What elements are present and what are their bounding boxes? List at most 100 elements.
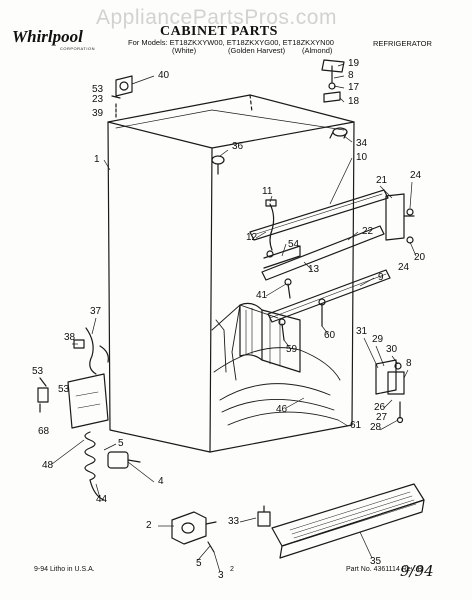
leader-10	[329, 157, 353, 205]
callout-10: 10	[356, 152, 368, 163]
callout-54: 54	[288, 239, 300, 250]
leader-18	[339, 97, 345, 103]
leader-29	[375, 345, 385, 367]
leader-21	[379, 185, 393, 199]
leader-59	[283, 339, 291, 349]
clip-33	[257, 505, 271, 527]
callout-53: 53	[32, 366, 44, 377]
plug-36	[211, 155, 225, 175]
leader-20	[409, 241, 417, 257]
callout-29: 29	[372, 334, 384, 345]
callout-46: 46	[276, 404, 288, 415]
callout-12: 12	[246, 232, 258, 243]
bottom-hinge	[171, 511, 217, 553]
leader-44	[95, 483, 101, 499]
plug-34	[329, 127, 348, 139]
model-color-golden: (Golden Harvest)	[228, 46, 286, 55]
callout-31: 31	[356, 326, 368, 337]
brand-logo: Whirlpool	[12, 27, 83, 46]
callout-17: 17	[348, 82, 360, 93]
callout-61: 61	[350, 420, 362, 431]
leader-5	[197, 545, 211, 561]
harness-11	[265, 199, 277, 258]
diagram-title: CABINET PARTS	[160, 24, 278, 39]
callout-20: 20	[414, 252, 426, 263]
leader-46	[285, 397, 305, 409]
leader-5	[103, 443, 117, 451]
callout-8: 8	[406, 358, 412, 369]
leader-31	[363, 337, 379, 369]
callout-34: 34	[356, 138, 368, 149]
leader-37	[91, 317, 97, 335]
callout-27: 27	[376, 412, 388, 423]
leader-9	[359, 277, 375, 287]
callout-60: 60	[324, 330, 336, 341]
callout-39: 39	[92, 108, 104, 119]
control-plate	[37, 373, 109, 429]
leader-41	[265, 283, 287, 297]
callout-5: 5	[196, 558, 202, 569]
leader-17	[333, 85, 345, 89]
callout-53: 53	[58, 384, 70, 395]
watermark-text: AppliancePartsPros.com	[96, 6, 337, 29]
handwritten-note: 9/94	[400, 562, 434, 580]
harness-37	[73, 327, 109, 375]
leader-lines	[51, 63, 417, 573]
callout-23: 23	[92, 94, 104, 105]
model-list: For Models: ET18ZKXYW00, ET18ZKXYG00, ET…	[128, 38, 334, 47]
leader-48	[51, 439, 85, 465]
callout-36: 36	[232, 141, 244, 152]
callout-4: 4	[158, 476, 164, 487]
callout-37: 37	[90, 306, 102, 317]
callout-35: 35	[370, 556, 382, 567]
leader-36	[219, 149, 229, 157]
callout-19: 19	[348, 58, 360, 69]
callout-48: 48	[42, 460, 54, 471]
callout-5: 5	[118, 438, 124, 449]
leader-26	[383, 399, 393, 409]
callout-8: 8	[348, 70, 354, 81]
leader-1	[103, 159, 111, 171]
leader-40	[131, 75, 155, 85]
leader-34	[343, 135, 353, 143]
callout-30: 30	[386, 344, 398, 355]
base-grille	[271, 483, 425, 559]
leader-30	[391, 355, 399, 365]
section-label: REFRIGERATOR	[373, 39, 432, 48]
callout-28: 28	[370, 422, 382, 433]
callout-22: 22	[362, 226, 374, 237]
leader-11	[269, 195, 273, 203]
callout-68: 68	[38, 426, 50, 437]
callout-21: 21	[376, 175, 388, 186]
leader-8	[403, 369, 409, 379]
callout-11: 11	[262, 186, 273, 197]
callout-9: 9	[378, 272, 384, 283]
top-hinge	[321, 59, 345, 103]
leader-61	[337, 419, 349, 427]
trim-strips	[249, 189, 391, 323]
footer-part-number: Part No. 4361114 Rev. B	[346, 566, 423, 573]
callout-33: 33	[228, 516, 240, 527]
callout-24: 24	[398, 262, 410, 273]
callout-40: 40	[158, 70, 170, 81]
model-color-white: (White)	[172, 46, 197, 55]
callout-18: 18	[348, 96, 360, 107]
model-color-almond: (Almond)	[302, 46, 333, 55]
cabinet-shell	[107, 94, 355, 453]
callout-38: 38	[64, 332, 76, 343]
callout-2: 2	[146, 520, 152, 531]
leader-4	[127, 461, 155, 483]
callout-41: 41	[256, 290, 268, 301]
divider-hump	[239, 302, 301, 373]
leader-3	[213, 551, 221, 573]
callout-3: 3	[218, 570, 224, 581]
leader-12	[255, 231, 267, 239]
callout-13: 13	[308, 264, 320, 275]
leader-35	[359, 531, 373, 559]
callout-44: 44	[96, 494, 108, 505]
top-clip	[111, 75, 133, 119]
brand-corporation: CORPORATION	[60, 46, 95, 51]
